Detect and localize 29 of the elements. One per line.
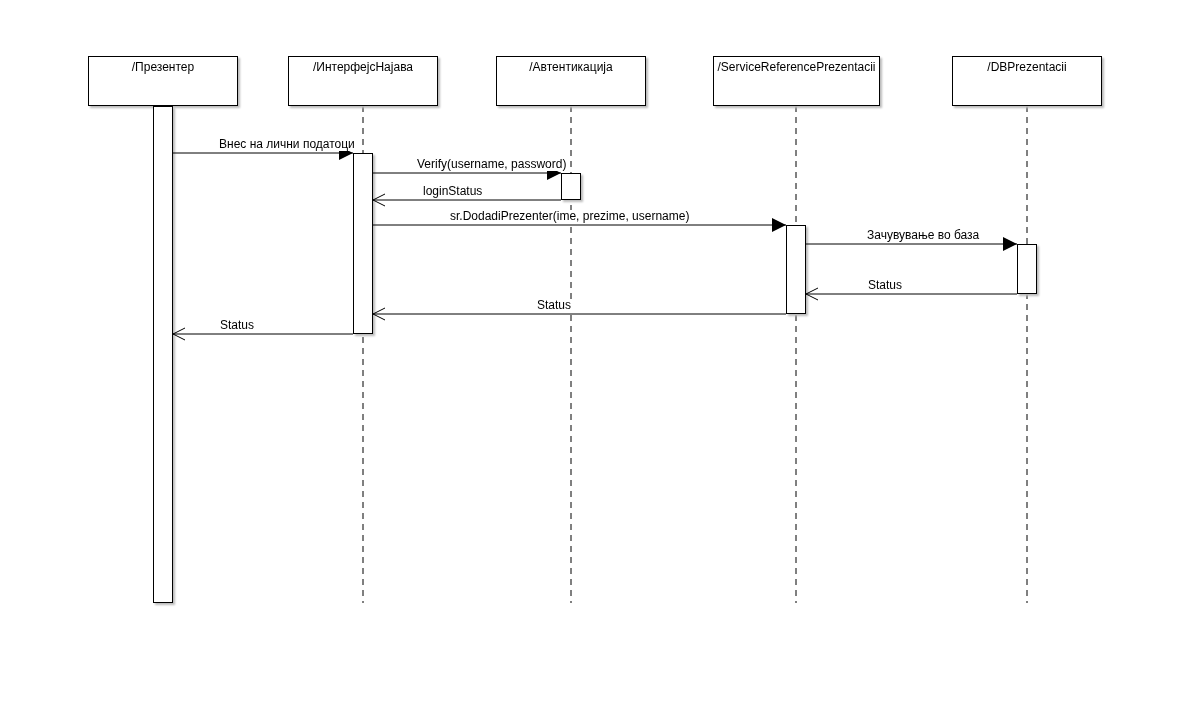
- return-arrow: [172, 327, 354, 341]
- participant-box: [496, 56, 646, 106]
- participant-name: /ИнтерфејсНајава: [311, 60, 415, 74]
- participant-name: /DBPrezentacii: [986, 60, 1068, 74]
- participant-name: /Презентер: [130, 60, 196, 74]
- message-label: sr.DodadiPrezenter(ime, prezime, username): [449, 210, 691, 223]
- message-label: Status: [867, 279, 904, 292]
- return-arrow: [372, 193, 562, 207]
- message-label: loginStatus: [422, 185, 484, 198]
- message-arrow: [805, 237, 1018, 251]
- participant-name: /ServiceReferencePrezentacii: [716, 60, 877, 74]
- message-label: Зачувување во база: [866, 229, 981, 242]
- participant-box: [952, 56, 1102, 106]
- message-arrow: [372, 218, 787, 232]
- return-arrow: [805, 287, 1018, 301]
- participant-box: [88, 56, 238, 106]
- activation-bar: [1017, 244, 1037, 294]
- message-label: Status: [536, 299, 573, 312]
- activation-bar: [353, 153, 373, 334]
- message-label: Status: [219, 319, 256, 332]
- participant-box: [713, 56, 880, 106]
- participant-name: /Автентикација: [528, 60, 614, 74]
- activation-bar: [786, 225, 806, 314]
- message-label: Verify(username, password): [416, 158, 568, 171]
- activation-bar: [153, 106, 173, 603]
- return-arrow: [372, 307, 787, 321]
- message-label: Внес на лични податоци: [218, 138, 356, 151]
- participant-box: [288, 56, 438, 106]
- activation-bar: [561, 173, 581, 200]
